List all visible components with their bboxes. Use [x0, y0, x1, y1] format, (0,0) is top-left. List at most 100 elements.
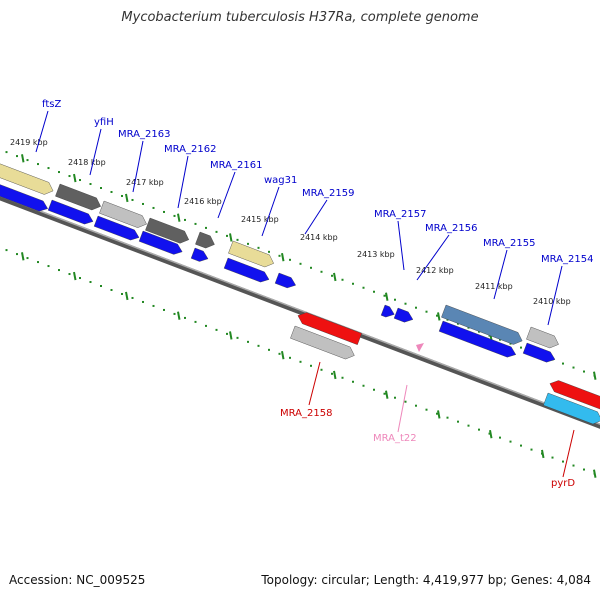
scale-tick-label: 2414 kbp: [300, 233, 338, 242]
gene-label-pyrd: pyrD: [551, 478, 575, 489]
outer-tick-dot: [131, 198, 134, 201]
outer-tick-dot: [205, 226, 207, 229]
cog-feature: [99, 200, 147, 228]
gene-leader-line: [547, 265, 563, 326]
inner-tick-dot: [236, 336, 239, 339]
gene-leader-line: [562, 429, 575, 478]
backbone-highlight: [0, 195, 600, 425]
gene-label-wag31: wag31: [264, 175, 297, 186]
outer-tick-dot: [26, 159, 29, 162]
outer-tick-dot: [89, 183, 92, 186]
gene-label-mra_2161: MRA_2161: [210, 160, 262, 171]
scale-tick-label: 2411 kbp: [475, 282, 513, 291]
cds-forward: [47, 199, 94, 225]
cds-forward: [0, 184, 49, 212]
gene-leader-line: [304, 199, 328, 235]
inner-major-tick: [125, 291, 129, 301]
gene-label-mra_2159: MRA_2159: [302, 188, 354, 199]
inner-tick-dot: [467, 424, 470, 427]
gene-leader-line: [416, 234, 450, 281]
outer-tick-dot: [142, 202, 144, 205]
inner-tick-dot: [247, 340, 249, 343]
scale-tick-label: 2416 kbp: [184, 197, 222, 206]
inner-tick-dot: [226, 332, 228, 335]
outer-tick-dot: [331, 274, 333, 277]
inner-tick-dot: [415, 404, 417, 407]
gene-label-mra_2162: MRA_2162: [164, 144, 216, 155]
outer-tick-dot: [352, 282, 354, 285]
inner-tick-dot: [383, 392, 386, 395]
inner-tick-dot: [68, 273, 71, 276]
outer-major-tick: [229, 233, 233, 242]
inner-tick-dot: [37, 261, 39, 264]
gene-leader-line: [261, 186, 280, 237]
gene-leader-line: [493, 249, 508, 300]
inner-tick-dot: [268, 348, 270, 351]
inner-tick-dot: [152, 304, 155, 307]
trna-arrow: [416, 343, 424, 352]
inner-tick-dot: [121, 292, 123, 295]
inner-major-tick: [541, 449, 545, 459]
inner-tick-dot: [215, 328, 218, 331]
backbone-line: [0, 195, 600, 429]
scale-tick-label: 2412 kbp: [416, 266, 454, 275]
cds-reverse-mra2158: [297, 312, 362, 345]
cds-forward: [522, 342, 556, 363]
map-title: Mycobacterium tuberculosis H37Ra, comple…: [121, 10, 479, 25]
inner-major-tick: [437, 410, 441, 419]
gene-label-mra_2163: MRA_2163: [118, 129, 170, 140]
accession-text: Accession: NC_009525: [9, 573, 146, 587]
inner-major-tick: [333, 370, 337, 380]
cog-feature: [145, 217, 190, 244]
outer-tick-dot: [37, 163, 39, 166]
outer-tick-dot: [572, 366, 575, 369]
outer-tick-dot: [425, 310, 428, 313]
gene-leader-line: [89, 128, 102, 176]
outer-tick-dot: [362, 286, 365, 289]
cds-forward: [393, 307, 414, 323]
inner-tick-dot: [509, 440, 512, 443]
gene-leader-line: [397, 220, 405, 271]
inner-tick-dot: [89, 281, 92, 284]
outer-tick-dot: [152, 206, 155, 209]
gene-leader-line: [132, 140, 144, 193]
outer-tick-dot: [226, 234, 228, 237]
cds-forward: [438, 320, 517, 358]
inner-tick-dot: [320, 368, 323, 371]
gene-label-mra_t22: MRA_t22: [373, 433, 417, 444]
outer-major-tick: [281, 252, 285, 262]
outer-major-tick: [437, 312, 441, 321]
inner-tick-dot: [194, 320, 197, 323]
outer-major-tick: [593, 371, 597, 380]
inner-tick-dot: [205, 324, 207, 327]
outer-tick-dot: [299, 262, 302, 265]
outer-tick-dot: [289, 258, 291, 261]
outer-tick-dot: [173, 214, 176, 217]
outer-tick-dot: [79, 179, 81, 182]
scale-tick-label: 2419 kbp: [10, 138, 48, 147]
outer-tick-dot: [121, 194, 123, 197]
inner-tick-dot: [373, 388, 375, 391]
inner-tick-dot: [530, 448, 533, 451]
inner-tick-dot: [436, 412, 438, 415]
genome-summary-text: Topology: circular; Length: 4,419,977 bp…: [261, 573, 591, 587]
inner-major-tick: [21, 252, 25, 261]
inner-tick-dot: [47, 265, 50, 268]
outer-tick-dot: [278, 254, 281, 257]
inner-tick-dot: [79, 277, 81, 280]
inner-tick-dot: [341, 376, 344, 379]
outer-tick-dot: [268, 250, 270, 253]
gene-label-mra_2157: MRA_2157: [374, 209, 426, 220]
inner-tick-dot: [499, 436, 501, 439]
inner-major-tick: [73, 271, 77, 281]
scale-tick-label: 2415 kbp: [241, 215, 279, 224]
gene-leader-line: [177, 155, 189, 209]
gene-leader-line: [397, 384, 408, 433]
inner-tick-dot: [100, 285, 102, 287]
outer-tick-dot: [16, 155, 18, 158]
cog-feature: [195, 231, 215, 249]
outer-tick-dot: [320, 270, 323, 273]
gene-label-mra_2158: MRA_2158: [280, 408, 332, 419]
inner-tick-dot: [404, 400, 407, 403]
inner-tick-dot: [394, 396, 396, 399]
